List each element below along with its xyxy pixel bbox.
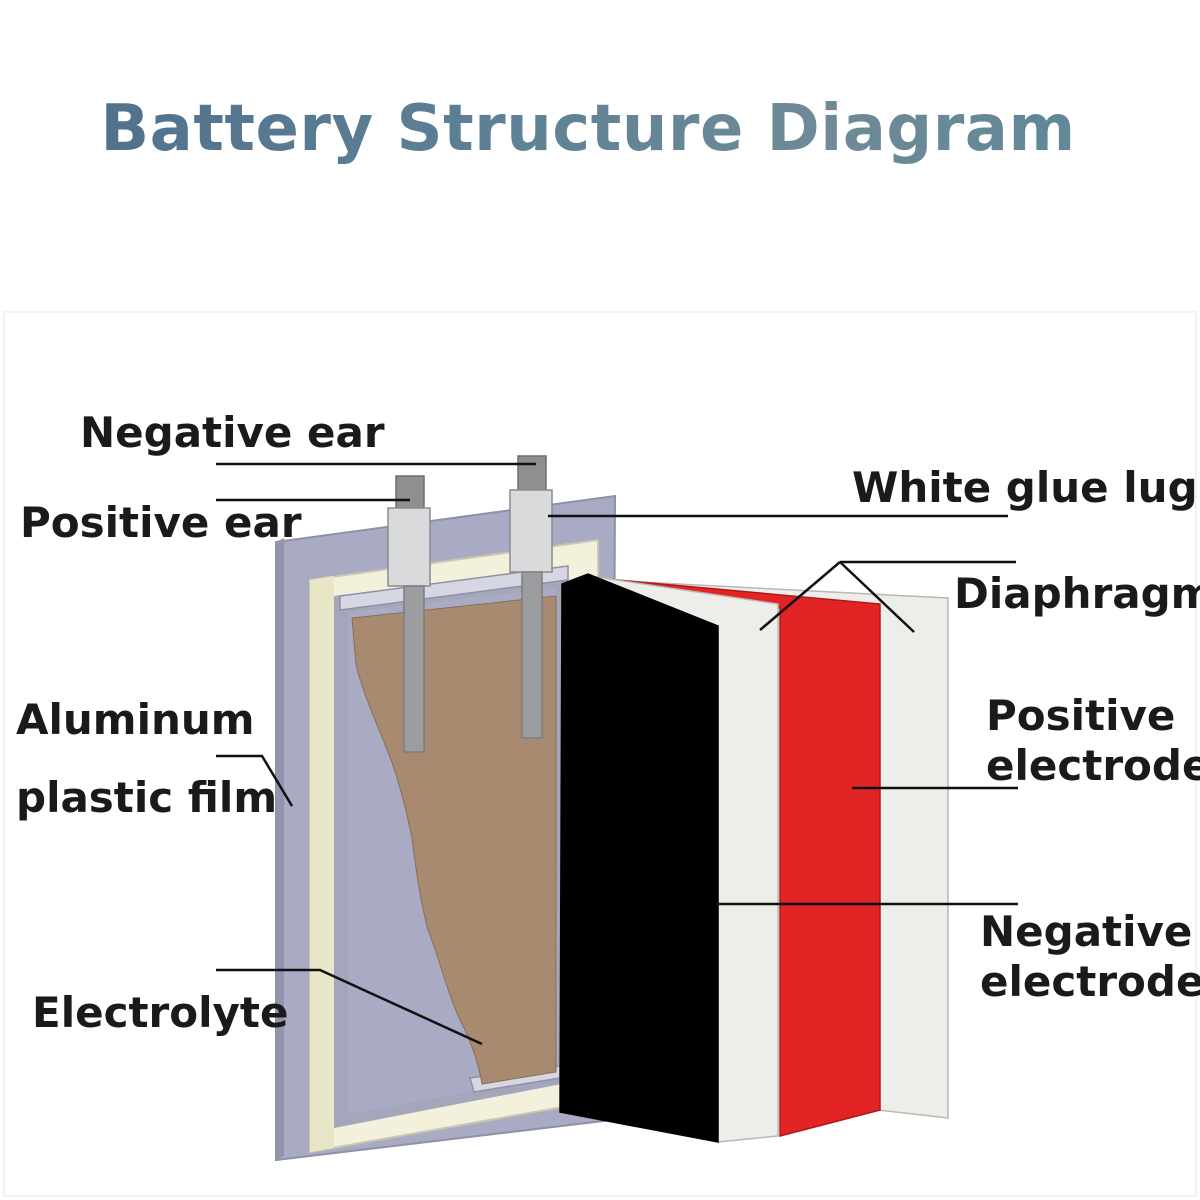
label-negative-electrode-line1: Negative [980,907,1192,956]
positive-ear-tab [387,475,431,753]
negative-electrode-sheet [559,573,719,1143]
label-aluminum-line1: Aluminum [16,695,255,744]
negative-ear-tab [509,455,553,739]
top-seal-strip [339,565,569,611]
electrolyte-leader [216,968,483,1046]
background-panel [3,311,1197,1197]
label-white-glue-lug: White glue lug [852,463,1198,512]
aluminum-film-leader [216,754,294,807]
label-diaphragm: Diaphragm [954,569,1200,618]
label-aluminum-line2: plastic film [16,773,277,822]
leader-lines [216,462,1018,1046]
electrolyte-region [351,595,557,1085]
diaphragm-leader-front [759,561,841,631]
label-positive-electrode-line1: Positive [986,691,1175,740]
diaphragm-leader-back [839,561,915,633]
label-positive-electrode-line2: electrode [986,741,1200,790]
label-electrolyte: Electrolyte [32,988,288,1037]
label-negative-electrode-line2: electrode [980,957,1200,1006]
label-negative-ear: Negative ear [80,408,385,457]
label-positive-ear: Positive ear [20,498,302,547]
page-title: Battery Structure Diagram [0,92,1176,166]
